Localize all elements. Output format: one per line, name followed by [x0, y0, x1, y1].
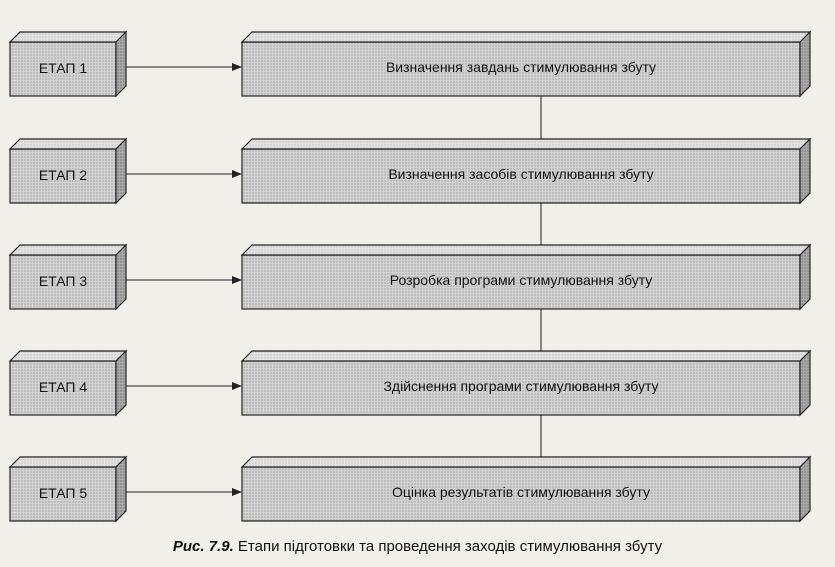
- stage-label-3: ЕТАП 3: [38, 273, 88, 289]
- stage-label-4: ЕТАП 4: [38, 379, 88, 395]
- figure-title: Етапи підготовки та проведення заходів с…: [237, 538, 663, 555]
- stage-box-3: [8, 243, 128, 311]
- stage-label-5: ЕТАП 5: [38, 485, 88, 501]
- task-label-5: Оцінка результатів стимулювання збуту: [392, 484, 650, 500]
- task-label-2: Визначення засобів стимулювання збуту: [388, 166, 654, 182]
- task-box-1: [240, 30, 812, 98]
- stage-box-4: [8, 349, 128, 417]
- stage-box-1: [8, 30, 128, 98]
- stage-label-1: ЕТАП 1: [38, 60, 88, 76]
- figure-number: Рис. 7.9.: [172, 538, 234, 555]
- task-label-3: Розробка програми стимулювання збуту: [389, 272, 653, 288]
- stage-box-5: [8, 455, 128, 523]
- task-label-4: Здійснення програми стимулювання збуту: [383, 378, 659, 394]
- figure-caption: Рис. 7.9. Етапи підготовки та проведення…: [0, 538, 835, 555]
- task-box-5: [240, 455, 812, 523]
- task-label-1: Визначення завдань стимулювання збуту: [385, 59, 657, 75]
- task-box-3: [240, 243, 812, 311]
- task-box-4: [240, 349, 812, 417]
- task-box-2: [240, 137, 812, 205]
- stage-box-2: [8, 137, 128, 205]
- stage-label-2: ЕТАП 2: [38, 167, 88, 183]
